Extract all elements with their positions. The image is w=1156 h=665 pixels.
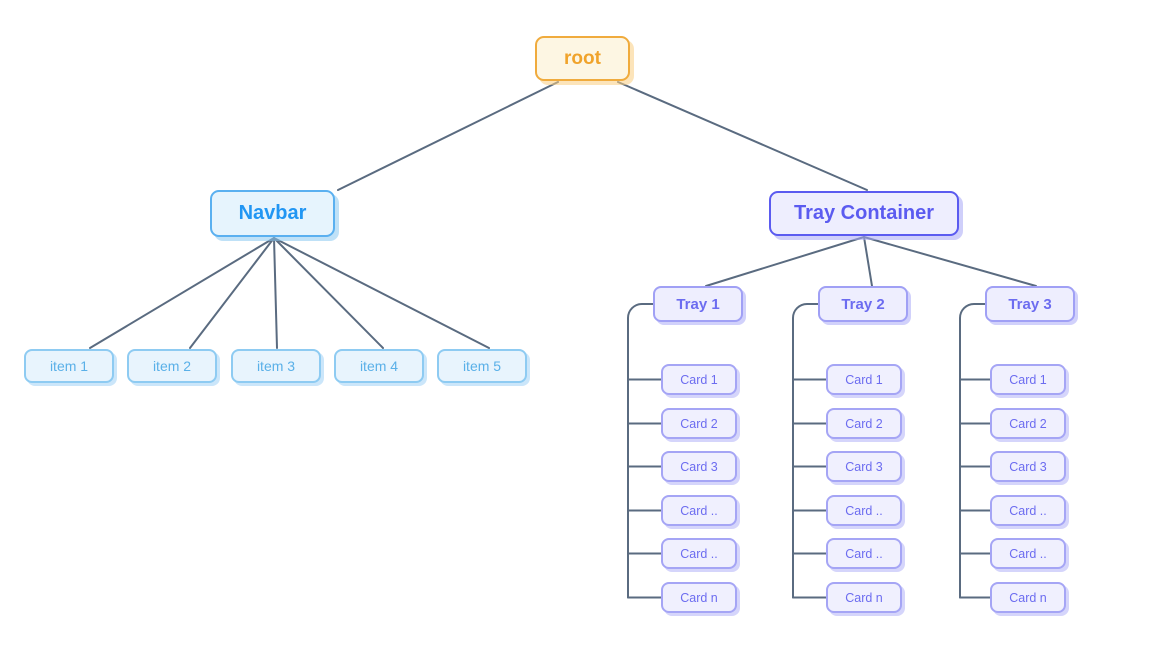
node-tray-3-card-2[interactable]: Card 2 (990, 408, 1066, 439)
node-navbar-label: Navbar (238, 202, 307, 224)
node-root[interactable]: root (535, 36, 630, 81)
node-tray-3-card-6-label: Card n (1009, 590, 1047, 605)
node-tray-2-card-4-label: Card .. (845, 503, 883, 518)
node-tray-1-card-3[interactable]: Card 3 (661, 451, 737, 482)
node-tray-2-card-1-label: Card 1 (845, 372, 883, 387)
node-tray-3-card-1[interactable]: Card 1 (990, 364, 1066, 395)
node-root-label: root (564, 47, 601, 69)
node-tray-3-card-3[interactable]: Card 3 (990, 451, 1066, 482)
node-item-5-label: item 5 (462, 358, 502, 374)
node-navbar[interactable]: Navbar (210, 190, 335, 237)
node-item-1[interactable]: item 1 (24, 349, 114, 383)
node-item-3[interactable]: item 3 (231, 349, 321, 383)
node-tray-1-card-5-label: Card .. (680, 546, 718, 561)
node-tray-2-card-5-label: Card .. (845, 546, 883, 561)
node-tray-2-card-3[interactable]: Card 3 (826, 451, 902, 482)
node-tray-1-card-6-label: Card n (680, 590, 718, 605)
node-tray-3-card-5[interactable]: Card .. (990, 538, 1066, 569)
node-tray-1-card-1[interactable]: Card 1 (661, 364, 737, 395)
node-tray-2-card-6-label: Card n (845, 590, 883, 605)
node-tray-3[interactable]: Tray 3 (985, 286, 1075, 322)
node-item-3-label: item 3 (256, 358, 296, 374)
node-tray-2-card-2-label: Card 2 (845, 416, 883, 431)
node-tray-3-card-6[interactable]: Card n (990, 582, 1066, 613)
node-item-4[interactable]: item 4 (334, 349, 424, 383)
node-tray-2-card-6[interactable]: Card n (826, 582, 902, 613)
node-item-4-label: item 4 (359, 358, 399, 374)
node-tray-1-card-6[interactable]: Card n (661, 582, 737, 613)
node-tray-3-card-2-label: Card 2 (1009, 416, 1047, 431)
node-tray-2-card-2[interactable]: Card 2 (826, 408, 902, 439)
node-tray-3-card-1-label: Card 1 (1009, 372, 1047, 387)
node-tray-container[interactable]: Tray Container (769, 191, 959, 236)
node-tray-1-card-5[interactable]: Card .. (661, 538, 737, 569)
node-tray-1-card-4[interactable]: Card .. (661, 495, 737, 526)
node-tray-2[interactable]: Tray 2 (818, 286, 908, 322)
node-tray-2-label: Tray 2 (841, 295, 885, 313)
node-tray-2-card-1[interactable]: Card 1 (826, 364, 902, 395)
node-tray-3-card-3-label: Card 3 (1009, 459, 1047, 474)
node-tray-1-card-2[interactable]: Card 2 (661, 408, 737, 439)
node-tray-3-card-4-label: Card .. (1009, 503, 1047, 518)
node-tray-3-label: Tray 3 (1008, 295, 1052, 313)
node-tray-1-card-2-label: Card 2 (680, 416, 718, 431)
node-item-2[interactable]: item 2 (127, 349, 217, 383)
node-item-2-label: item 2 (152, 358, 192, 374)
node-tray-3-card-5-label: Card .. (1009, 546, 1047, 561)
node-tray-1-card-4-label: Card .. (680, 503, 718, 518)
node-tray-1-card-3-label: Card 3 (680, 459, 718, 474)
node-tray-2-card-3-label: Card 3 (845, 459, 883, 474)
node-tray-3-card-4[interactable]: Card .. (990, 495, 1066, 526)
node-tray-1[interactable]: Tray 1 (653, 286, 743, 322)
node-tray-2-card-4[interactable]: Card .. (826, 495, 902, 526)
node-tray-2-card-5[interactable]: Card .. (826, 538, 902, 569)
node-item-5[interactable]: item 5 (437, 349, 527, 383)
node-item-1-label: item 1 (49, 358, 89, 374)
node-tray-1-label: Tray 1 (676, 295, 720, 313)
node-tray-container-label: Tray Container (793, 202, 935, 224)
node-tray-1-card-1-label: Card 1 (680, 372, 718, 387)
